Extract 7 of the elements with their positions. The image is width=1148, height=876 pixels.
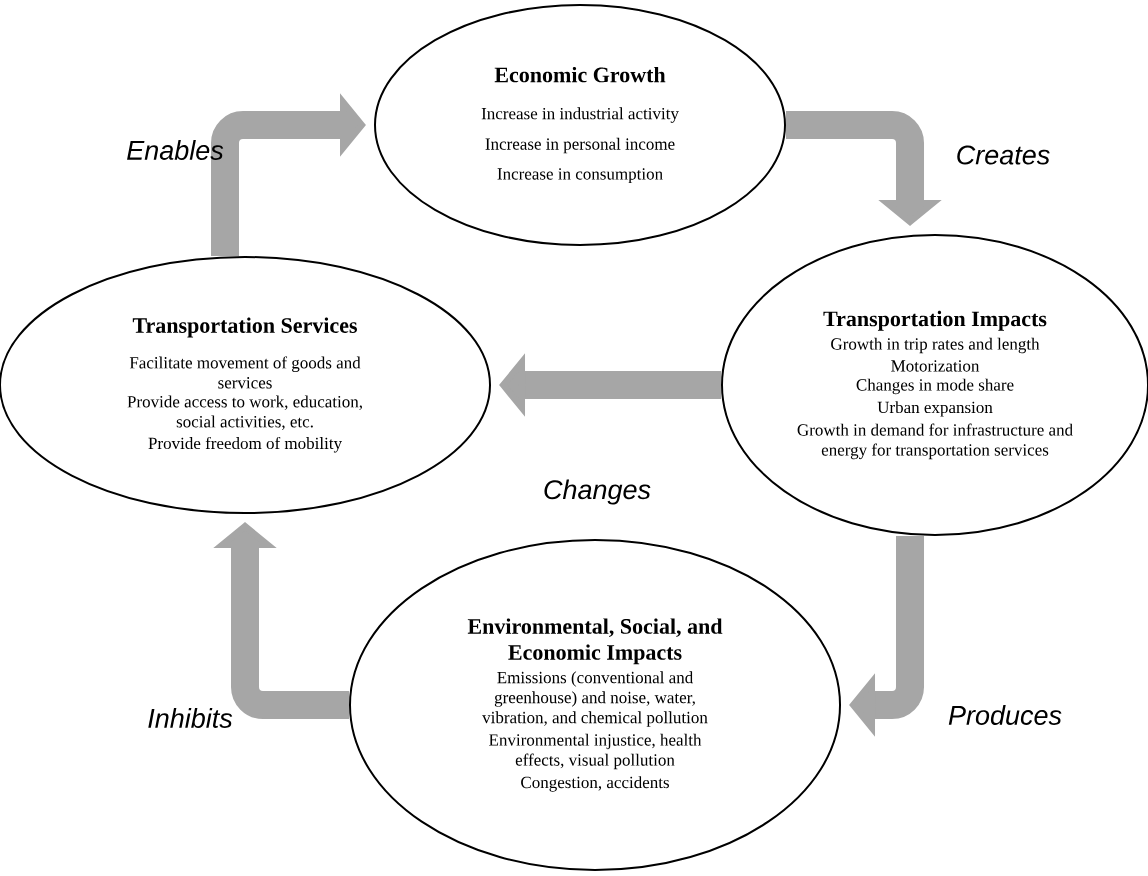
edge-label: Produces bbox=[948, 705, 1062, 725]
edge-label: Enables bbox=[127, 140, 224, 160]
edge-label: Inhibits bbox=[148, 708, 233, 728]
ellipse-node: Economic Growth Increase in industrial activity Increase in personal income Increase in consumption bbox=[374, 4, 786, 246]
edge-label: Changes bbox=[544, 479, 651, 505]
edge-label: Creates bbox=[957, 145, 1050, 165]
ellipse-node: Environmental, Social, and Economic Impacts Emissions (conventional and greenhouse) and noise, water, vibration, and chemical pollution Environmental injustice, health effects, visual pollution Congestion, accidents bbox=[349, 539, 841, 871]
